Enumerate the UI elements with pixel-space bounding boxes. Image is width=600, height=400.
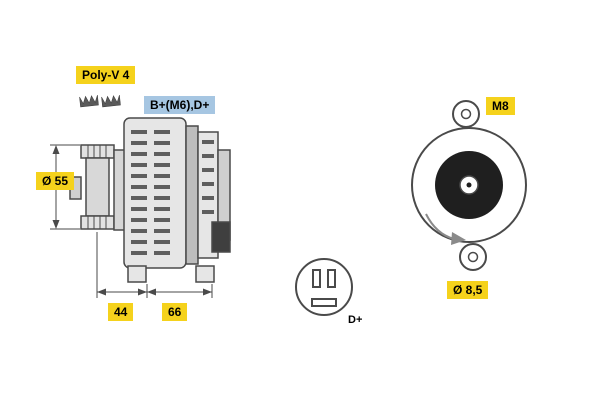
connector-terminal-label: D+ <box>348 314 363 326</box>
length-dimensions <box>96 232 213 298</box>
mount-hole-diameter-label: Ø 8,5 <box>447 281 489 299</box>
belt-type-label: Poly-V 4 <box>76 66 136 84</box>
pulley-diameter-label: Ø 55 <box>36 172 75 190</box>
mount-hole-top <box>460 108 472 120</box>
vent-fins <box>131 130 214 255</box>
shaft-center <box>466 182 472 188</box>
alternator-body <box>113 117 231 283</box>
pulley <box>69 144 115 230</box>
rear-view <box>411 100 527 271</box>
mount-hole-bottom <box>467 251 479 263</box>
dimension-44-label: 44 <box>108 303 134 321</box>
rotation-arrow-icon <box>425 213 466 245</box>
connector-view <box>295 258 353 316</box>
dimension-66-label: 66 <box>162 303 188 321</box>
belt-section-icon <box>79 95 121 108</box>
thread-size-label: M8 <box>486 97 515 115</box>
terminals-label: B+(M6),D+ <box>144 96 216 114</box>
